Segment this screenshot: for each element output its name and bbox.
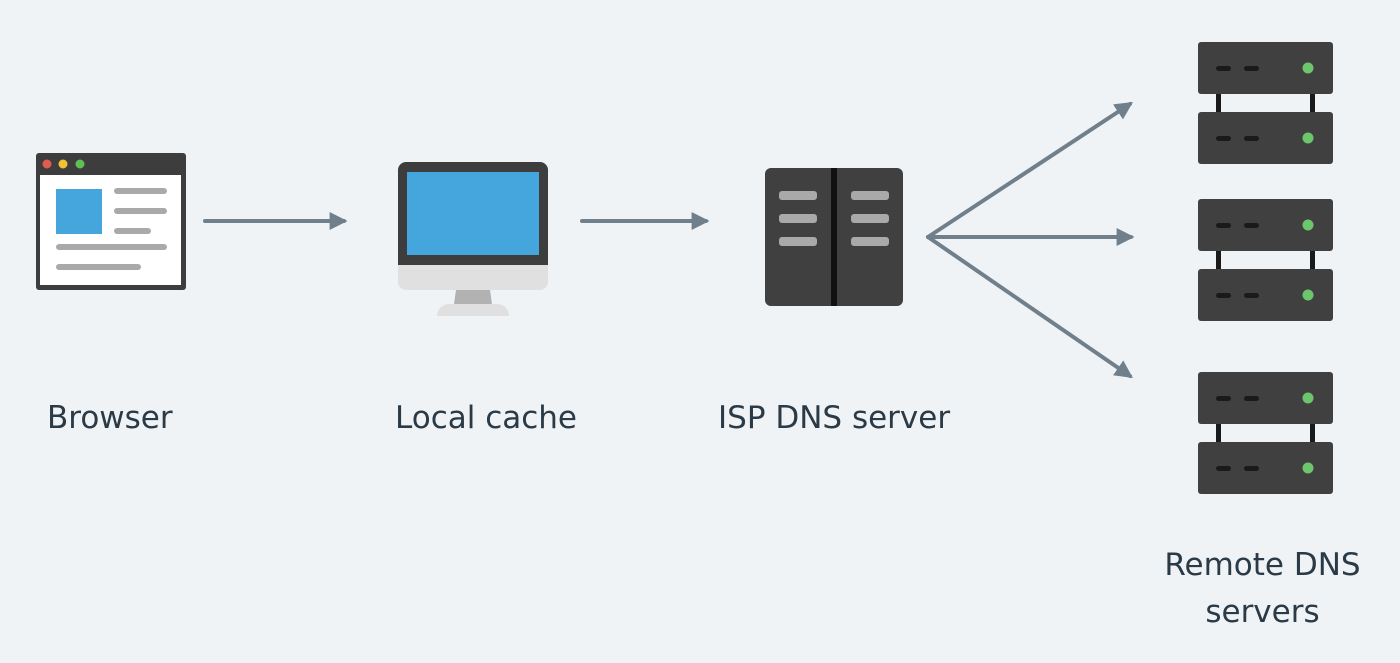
server-rack-icon-1 <box>1198 42 1333 164</box>
browser-label: Browser <box>47 400 173 436</box>
arrow-isp-to-remote-3 <box>926 235 1133 379</box>
server-rack-icon-3 <box>1198 372 1333 494</box>
browser-window-icon <box>36 153 186 290</box>
isp-dns-server-label: ISP DNS server <box>718 400 951 436</box>
arrow-isp-to-remote-1 <box>926 102 1134 239</box>
server-cabinet-icon <box>765 168 903 306</box>
remote-dns-servers-label: Remote DNS servers <box>1164 547 1361 630</box>
local-cache-label: Local cache <box>395 400 578 436</box>
monitor-icon <box>398 162 548 316</box>
server-rack-icon-2 <box>1198 199 1333 321</box>
